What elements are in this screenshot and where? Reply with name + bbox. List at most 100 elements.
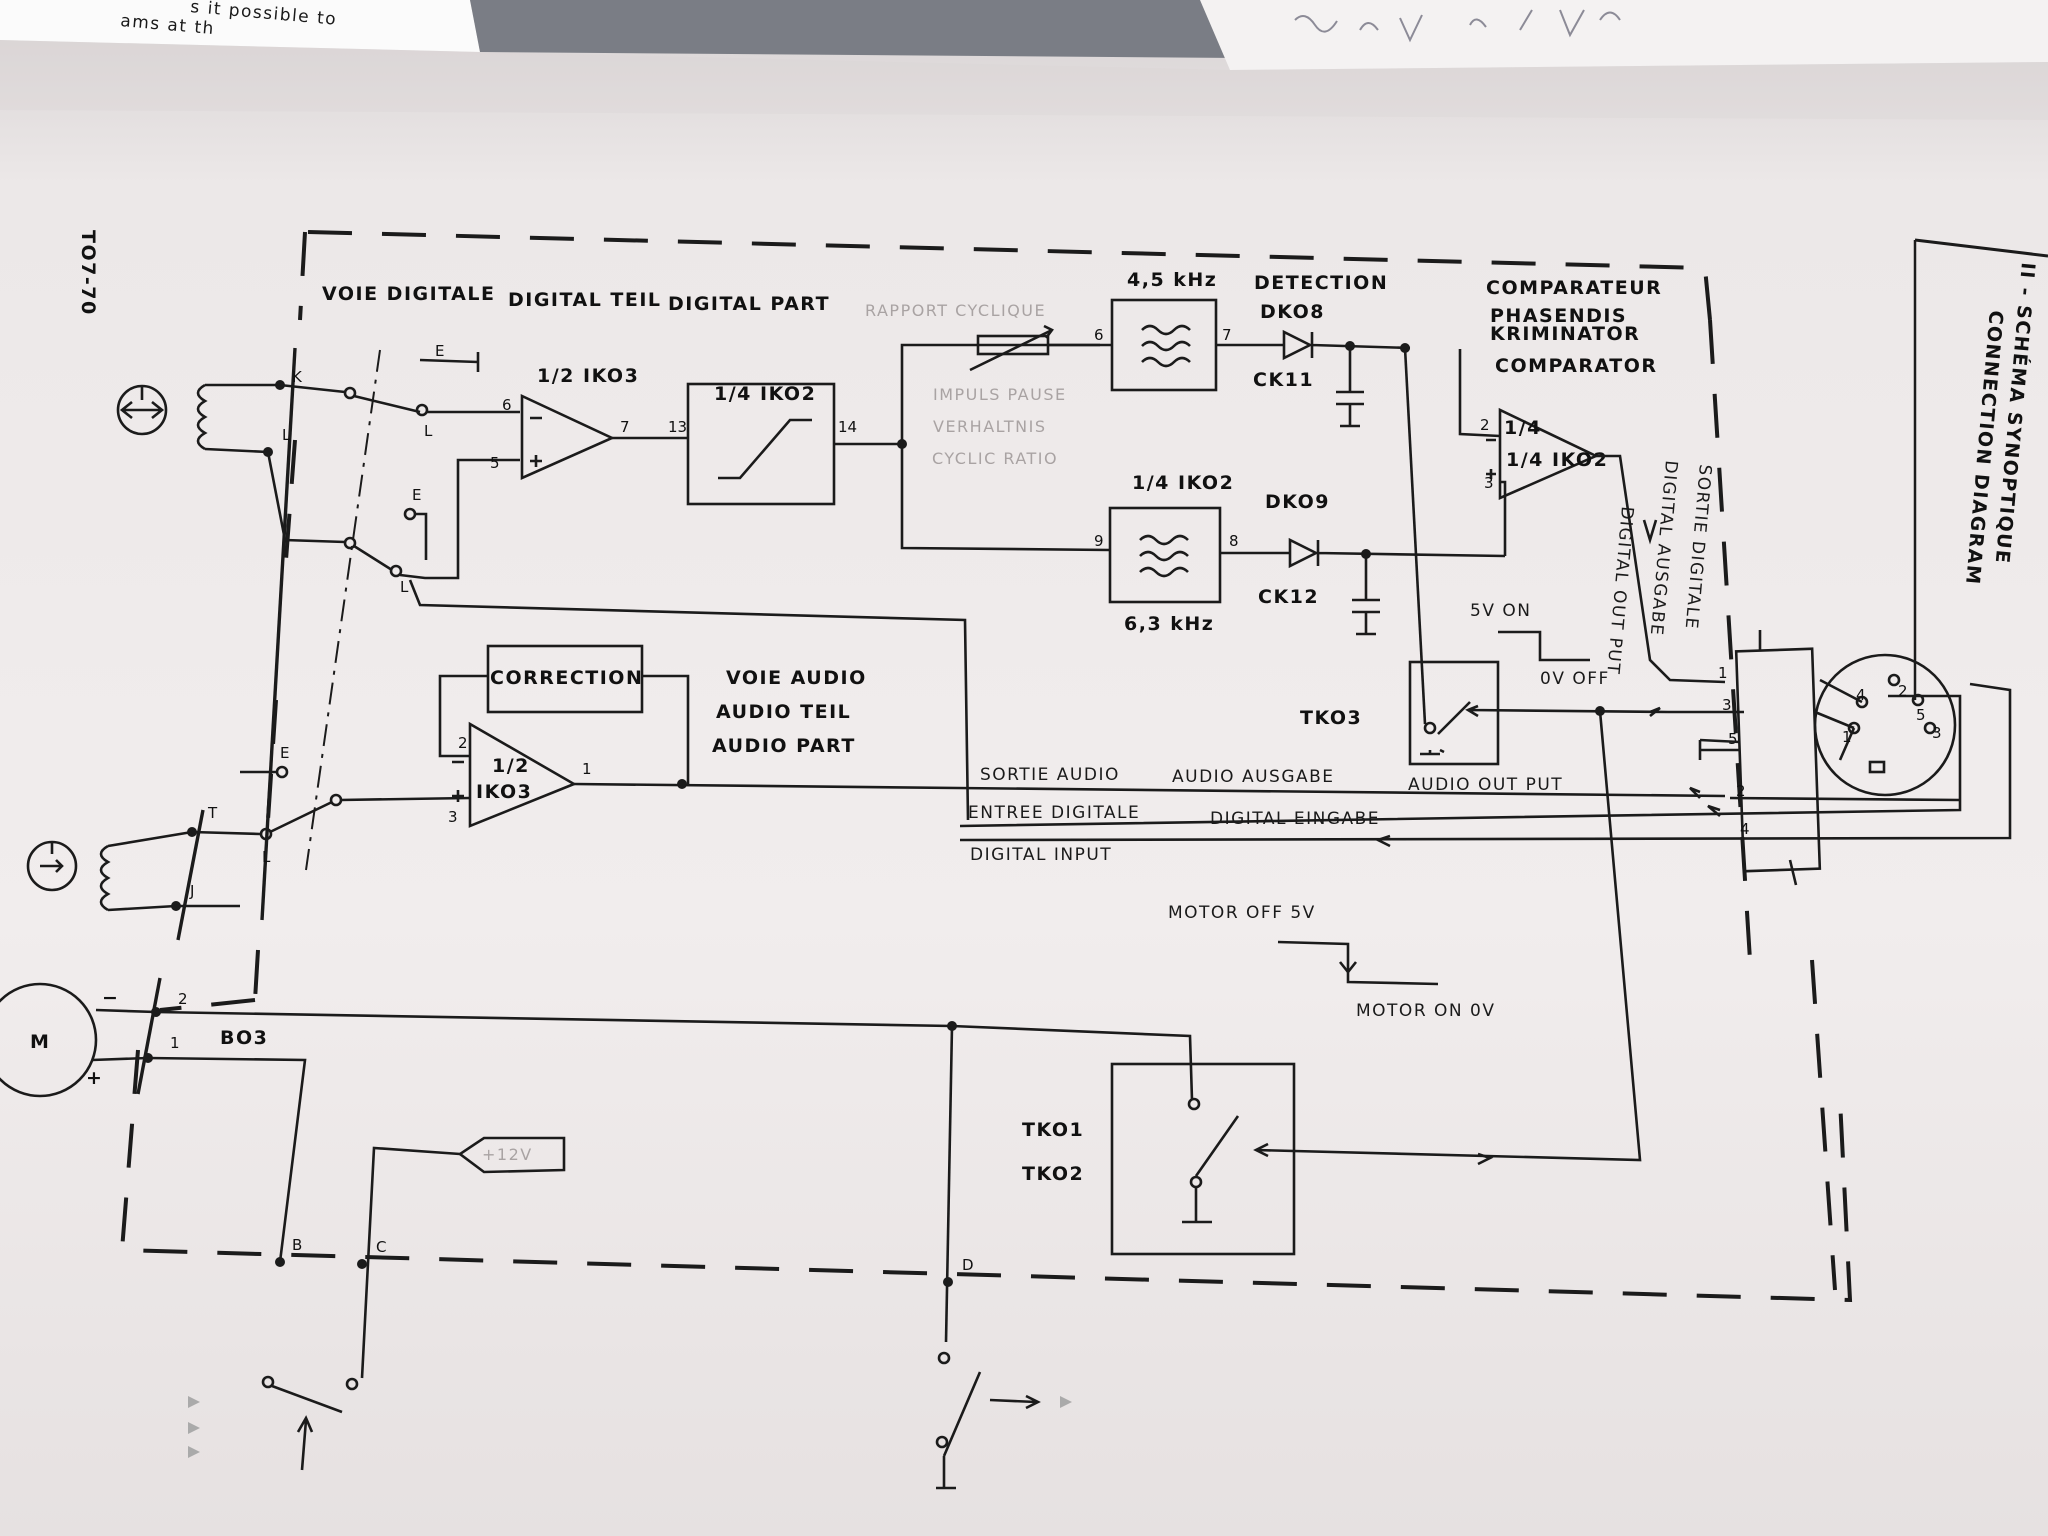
- diode-dk08: DKO8: [1260, 301, 1325, 323]
- comparator-fr: COMPARATEUR: [1486, 277, 1662, 299]
- detector-2: DKO9 CK12: [1258, 491, 1506, 636]
- motor-label: M: [30, 1031, 50, 1053]
- dig-out-en: DIGITAL OUT PUT: [1602, 506, 1637, 676]
- signal-buses: SORTIE AUDIO AUDIO AUSGABE AUDIO OUT PUT…: [957, 682, 2012, 865]
- cap-ck11: CK11: [1253, 369, 1314, 391]
- audio-out-de: AUDIO AUSGABE: [1172, 767, 1335, 787]
- node-c: C: [376, 1238, 386, 1256]
- audio-amp: CORRECTION 1/2 IKO3 2 3 1 VOIE AUDIO AUD…: [438, 644, 959, 828]
- tk02-label: TKO2: [1022, 1163, 1084, 1185]
- tk03-label: TKO3: [1300, 707, 1362, 729]
- audio-section-de: AUDIO TEIL: [716, 701, 851, 723]
- cyclic-ratio-de1: IMPULS PAUSE: [933, 385, 1067, 404]
- separator-line: [305, 349, 381, 871]
- din-pin-4: 4: [1856, 686, 1866, 704]
- shaper-ik02: 1/4 IKO2 14: [686, 343, 1111, 552]
- filter-45khz: 4,5 kHz 6 7: [1048, 269, 1284, 392]
- relay-tk01-tk02: TKO1 TKO2 MOTOR OFF 5V MOTOR ON 0V: [1022, 710, 1642, 1256]
- conn-pin-2: 2: [1736, 782, 1746, 800]
- pin-c3: 3: [1484, 474, 1494, 492]
- enclosure-border: [119, 230, 1853, 1303]
- pin-a1: 1: [582, 760, 592, 778]
- supply-label: +12V: [482, 1145, 533, 1164]
- conn-pin-3: 3: [1722, 696, 1732, 714]
- relay-switch-icon: [1420, 701, 1471, 756]
- din-socket: 4 2 5 1 3: [1813, 653, 1957, 797]
- pin5-ground: [1699, 738, 1741, 744]
- digital-section-fr: VOIE DIGITALE: [322, 283, 495, 305]
- pin-7: 7: [620, 418, 630, 436]
- comparator-de1: PHASENDIS: [1490, 305, 1627, 327]
- dig-out-fr: SORTIE DIGITALE: [1681, 464, 1715, 631]
- correction-label: CORRECTION: [490, 667, 643, 689]
- audio-opamp-a: 1/2: [492, 755, 530, 777]
- switch-e-lower: E: [412, 486, 421, 504]
- motor-pin-2: 2: [178, 990, 188, 1008]
- comparator: COMPARATEUR PHASENDIS KRIMINATOR COMPARA…: [1458, 277, 1726, 684]
- digital-switch-lower: E L: [266, 451, 970, 821]
- cyclic-ratio-pot: RAPPORT CYCLIQUE IMPULS PAUSE VERHALTNIS…: [865, 301, 1067, 468]
- diode-dk09: DKO9: [1265, 491, 1330, 513]
- din-pin-5: 5: [1916, 706, 1926, 724]
- filter2-chip: 1/4 IKO2: [1132, 472, 1234, 494]
- diode-icon: [1282, 329, 1313, 361]
- opamp-ik03-digital: 1/2 IKO3 6 5 7 13: [490, 365, 688, 481]
- audio-out-en: AUDIO OUT PUT: [1408, 775, 1563, 795]
- diode-icon-2: [1288, 537, 1319, 569]
- opamp-ik03-label: 1/2 IKO3: [537, 365, 639, 387]
- conn-pin-1: 1: [1718, 664, 1728, 682]
- motor-plus: +: [86, 1067, 103, 1089]
- motor-off-5v: MOTOR OFF 5V: [1168, 903, 1316, 923]
- relay-tk03: TKO3 5V ON 0V OFF: [1300, 347, 1744, 766]
- switch-l-lower: L: [400, 578, 409, 596]
- conn-pin-5: 5: [1728, 730, 1738, 748]
- motor-on-0v: MOTOR ON 0V: [1356, 1001, 1495, 1021]
- dig-in-fr: ENTREE DIGITALE: [968, 803, 1140, 823]
- pin-a3: 3: [448, 808, 458, 826]
- node-l1: L: [282, 426, 291, 444]
- supply-and-contacts: +12V B C D: [188, 1025, 1072, 1490]
- level-0v-off: 0V OFF: [1540, 669, 1610, 689]
- page-label: TO7-70: [77, 230, 99, 316]
- background-scraps: s it possible to ams at th: [0, 0, 2048, 120]
- audio-switch: E L: [191, 744, 471, 866]
- connector-strip: 1 3 5 2 4: [1698, 630, 1822, 886]
- dig-out-de: DIGITAL AUSGABE: [1646, 460, 1681, 638]
- comparator-chip: 1/4 IKO2: [1506, 449, 1608, 471]
- motor-minus: −: [102, 987, 119, 1009]
- pin-6: 6: [502, 396, 512, 414]
- pin-f6: 6: [1094, 326, 1104, 344]
- level-5v-on: 5V ON: [1470, 601, 1531, 621]
- switch-e-upper: E: [435, 342, 444, 360]
- filter-63khz: 1/4 IKO2 9 8 6,3 kHz: [1094, 472, 1290, 635]
- digital-switch-upper: E L: [279, 342, 520, 440]
- pin-f7: 7: [1222, 326, 1232, 344]
- dig-in-en: DIGITAL INPUT: [970, 845, 1112, 865]
- din-pin-1: 1: [1842, 728, 1852, 746]
- node-b: B: [292, 1236, 302, 1254]
- capacitor-icon: [1336, 346, 1364, 428]
- supply-tag-icon: [457, 1136, 566, 1174]
- capacitor-icon-2: [1352, 554, 1380, 636]
- din-pin-3: 3: [1932, 724, 1942, 742]
- pin-14: 14: [838, 418, 857, 436]
- bandpass-filter-icon-2: [1139, 534, 1189, 578]
- cap-ck12: CK12: [1258, 586, 1319, 608]
- filter2-freq: 6,3 kHz: [1124, 613, 1214, 635]
- audio-switch-e: E: [280, 744, 289, 762]
- shaper-label: 1/4 IKO2: [714, 383, 816, 405]
- node-t: T: [207, 804, 218, 822]
- din-socket-icon: [1813, 653, 1957, 797]
- filter1-freq: 4,5 kHz: [1127, 269, 1217, 291]
- pin-c2: 2: [1480, 416, 1490, 434]
- audio-opamp-b: IKO3: [476, 781, 532, 803]
- bandpass-filter-icon: [1141, 324, 1191, 368]
- node-j: J: [189, 882, 194, 900]
- motor-icon: [0, 982, 98, 1098]
- up-arrow-icon: [296, 1415, 314, 1471]
- detection-title: DETECTION: [1254, 272, 1388, 294]
- din-pin-2: 2: [1898, 682, 1908, 700]
- side-title: II - SCHÉMA SYNOPTIQUE CONNECTION DIAGRA…: [1913, 238, 2048, 700]
- audio-head-coil-icon: [99, 844, 111, 912]
